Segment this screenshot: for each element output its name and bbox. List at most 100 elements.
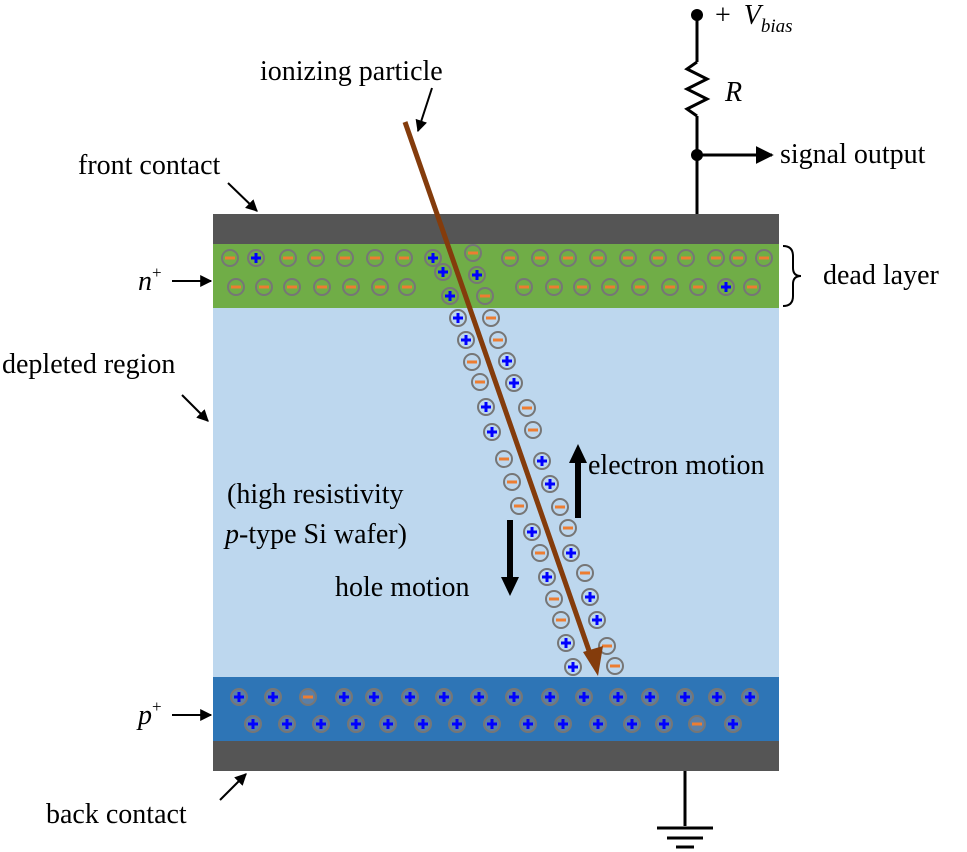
hole-icon <box>448 715 466 733</box>
hole-icon <box>623 715 641 733</box>
electron-icon <box>476 287 494 305</box>
electron-icon <box>227 278 245 296</box>
ground-symbol-icon <box>657 826 713 849</box>
hole-icon <box>541 475 559 493</box>
hole-icon <box>264 688 282 706</box>
electron-motion-label: electron motion <box>588 450 765 481</box>
signal-output-label: signal output <box>780 139 926 170</box>
electron-icon <box>501 249 519 267</box>
bias-label: + Vbias <box>715 0 793 37</box>
charge-carriers <box>221 244 773 733</box>
hole-icon <box>230 688 248 706</box>
hole-icon <box>347 715 365 733</box>
hole-icon <box>589 715 607 733</box>
electron-icon <box>531 249 549 267</box>
hole-icon <box>741 688 759 706</box>
electron-icon <box>545 590 563 608</box>
electron-icon <box>619 249 637 267</box>
front-contact-label: front contact <box>78 150 220 181</box>
electron-icon <box>559 519 577 537</box>
electron-icon <box>495 450 513 468</box>
wafer-label-line1: (high resistivity <box>227 479 404 510</box>
electron-motion-arrow <box>569 444 587 518</box>
electron-icon <box>601 278 619 296</box>
electron-icon <box>545 278 563 296</box>
electron-icon <box>661 278 679 296</box>
hole-icon <box>379 715 397 733</box>
front-contact-layer <box>213 214 779 244</box>
hole-icon <box>575 688 593 706</box>
hole-icon <box>554 715 572 733</box>
electron-icon <box>489 331 507 349</box>
electron-icon <box>573 278 591 296</box>
front-contact-pointer <box>227 182 258 212</box>
hole-icon <box>441 287 459 305</box>
hole-icon <box>312 715 330 733</box>
electron-icon <box>743 278 761 296</box>
n-plus-layer <box>213 244 779 308</box>
depleted-region-label: depleted region <box>2 349 175 380</box>
electron-icon <box>464 244 482 262</box>
electron-icon <box>255 278 273 296</box>
electron-icon <box>677 249 695 267</box>
electron-icon <box>552 611 570 629</box>
hole-icon <box>449 309 467 327</box>
hole-icon <box>533 452 551 470</box>
electron-icon <box>482 309 500 327</box>
electron-icon <box>463 353 481 371</box>
depleted-region-layer <box>213 308 779 677</box>
depleted-region-pointer <box>181 394 209 422</box>
hole-icon <box>505 688 523 706</box>
electron-icon <box>336 249 354 267</box>
electron-icon <box>688 715 706 733</box>
electron-icon <box>398 278 416 296</box>
hole-icon <box>641 688 659 706</box>
hole-icon <box>562 544 580 562</box>
hole-motion-label: hole motion <box>335 572 470 603</box>
hole-icon <box>708 688 726 706</box>
hole-icon <box>278 715 296 733</box>
hole-icon <box>724 715 742 733</box>
electron-icon <box>598 637 616 655</box>
back-contact-layer <box>213 741 779 771</box>
electron-icon <box>531 544 549 562</box>
hole-icon <box>541 688 559 706</box>
hole-icon <box>424 249 442 267</box>
hole-icon <box>435 688 453 706</box>
electron-icon <box>307 249 325 267</box>
hole-icon <box>557 634 575 652</box>
ionizing-particle-label: ionizing particle <box>260 56 443 87</box>
electron-icon <box>518 399 536 417</box>
zigzag-resistor-icon <box>683 60 711 118</box>
electron-icon <box>313 278 331 296</box>
hole-icon <box>498 352 516 370</box>
hole-icon <box>244 715 262 733</box>
back-contact-pointer <box>219 773 247 801</box>
hole-icon <box>434 263 452 281</box>
electron-icon <box>649 249 667 267</box>
electron-icon <box>606 657 624 675</box>
hole-icon <box>717 278 735 296</box>
hole-icon <box>505 374 523 392</box>
electron-icon <box>515 278 533 296</box>
hole-icon <box>588 611 606 629</box>
ionizing-particle-pointer <box>415 87 433 133</box>
electron-icon <box>755 249 773 267</box>
electron-icon <box>371 278 389 296</box>
electron-icon <box>559 249 577 267</box>
back-contact-label: back contact <box>46 799 187 830</box>
electron-icon <box>589 249 607 267</box>
hole-icon <box>468 266 486 284</box>
electron-icon <box>729 249 747 267</box>
wafer-label-line2: p-type Si wafer) <box>223 519 407 550</box>
electron-icon <box>524 421 542 439</box>
electron-icon <box>279 249 297 267</box>
electron-icon <box>471 373 489 391</box>
hole-icon <box>655 715 673 733</box>
electron-icon <box>510 497 528 515</box>
electron-icon <box>551 498 569 516</box>
hole-icon <box>538 568 556 586</box>
n-plus-label: n+ <box>138 263 162 297</box>
hole-icon <box>483 715 501 733</box>
